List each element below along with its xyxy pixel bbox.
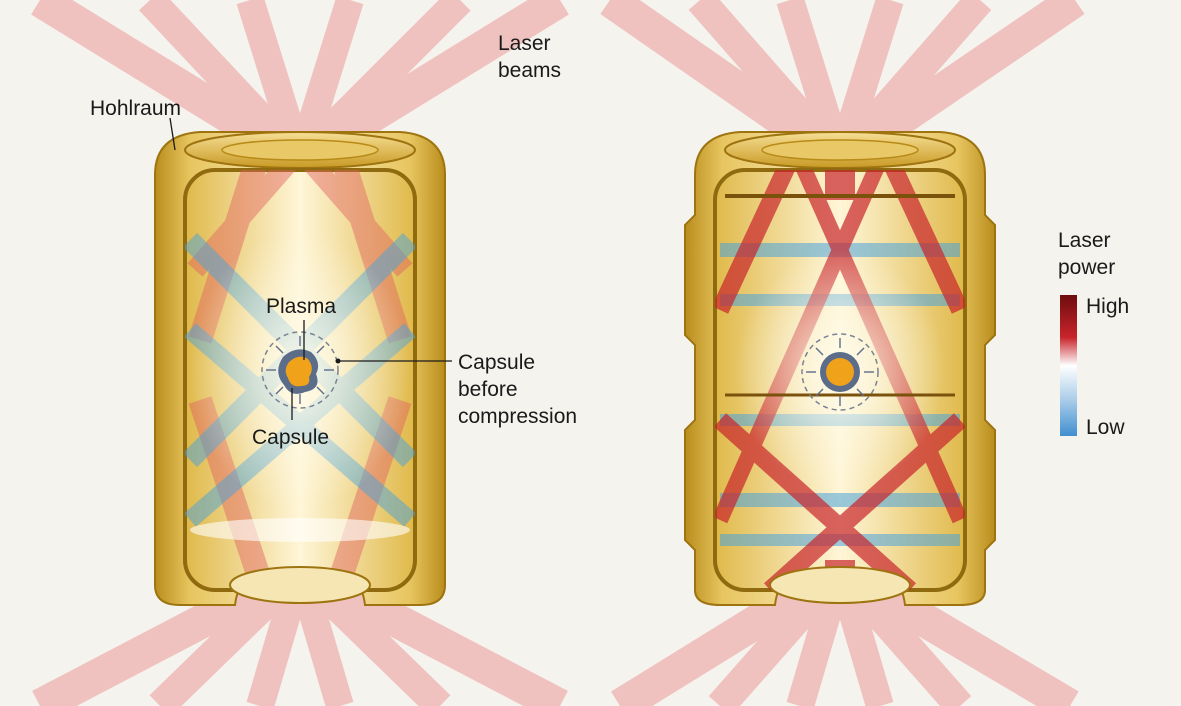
left-hohlraum <box>31 0 569 706</box>
right-hohlraum <box>600 0 1085 706</box>
capsule-right <box>801 333 879 411</box>
legend-title: Laser power <box>1058 229 1116 279</box>
laser-beams-label: Laser beams <box>498 32 562 82</box>
hohlraum-label: Hohlraum <box>90 97 182 120</box>
legend-color-bar <box>1060 295 1077 436</box>
legend-high-label: High <box>1086 295 1130 318</box>
capsule-label: Capsule <box>252 426 330 449</box>
plasma-label: Plasma <box>266 295 337 318</box>
hohlraum-bottom-opening-left <box>229 566 371 604</box>
capsule-before-compression-label: Capsule before compression <box>458 351 578 428</box>
hohlraum-bottom-opening-right <box>769 566 911 604</box>
laser-power-legend <box>1060 295 1077 436</box>
legend-low-label: Low <box>1086 416 1125 439</box>
capsule-left <box>261 320 452 420</box>
